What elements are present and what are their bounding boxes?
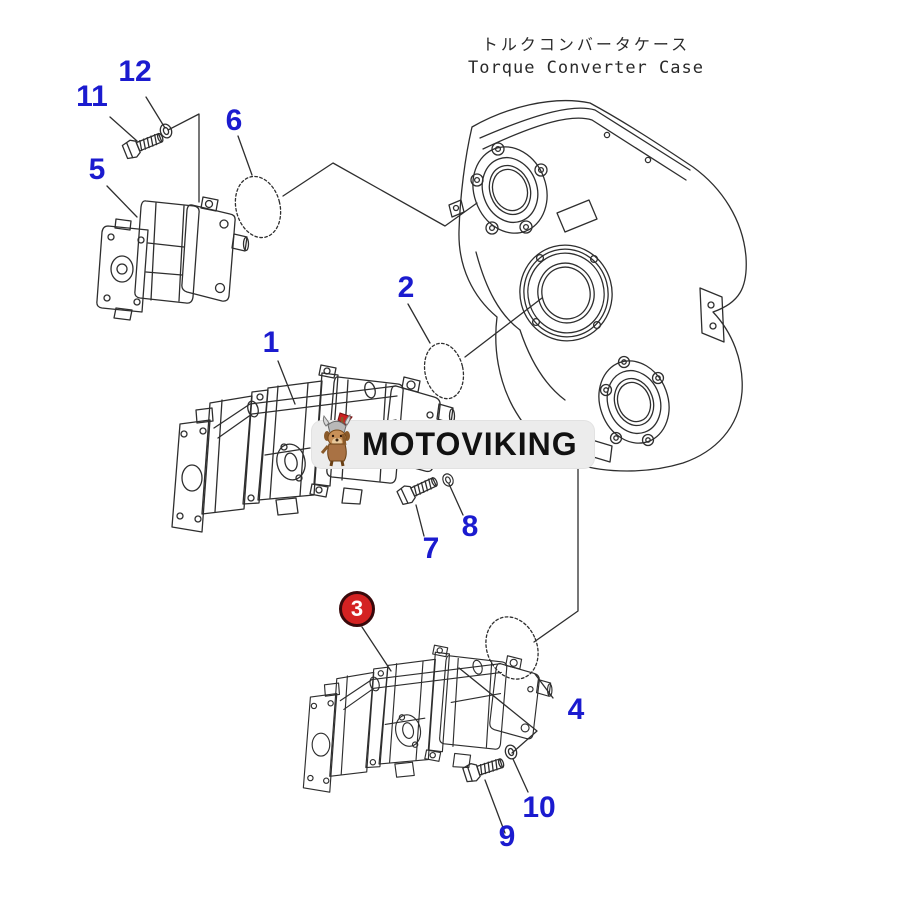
gear-pump-assembly-5 <box>96 196 250 321</box>
callout-12[interactable]: 12 <box>118 55 152 88</box>
title-japanese: トルクコンバータケース <box>481 35 691 54</box>
callout-6[interactable]: 6 <box>225 104 243 137</box>
case-hub-top-left <box>470 142 548 235</box>
bolt-9 <box>461 753 507 785</box>
case-hub-center <box>519 244 613 342</box>
o-ring-6 <box>234 175 282 239</box>
title-english: Torque Converter Case <box>468 58 704 78</box>
callout-10[interactable]: 10 <box>522 791 556 824</box>
callout-11[interactable]: 11 <box>76 80 108 113</box>
watermark: MOTOVIKING <box>312 411 594 468</box>
washer-10 <box>502 742 520 762</box>
torque-converter-case <box>448 100 747 472</box>
motoviking-viking-dog-icon <box>320 411 353 466</box>
gear-pump-assembly-3 <box>302 644 553 793</box>
bolt-7 <box>395 472 441 507</box>
callout-7[interactable]: 7 <box>422 532 440 565</box>
callout-2[interactable]: 2 <box>397 271 415 304</box>
callout-5[interactable]: 5 <box>88 153 106 186</box>
o-ring-4 <box>485 616 539 680</box>
o-ring-2 <box>423 342 465 400</box>
callout-3-highlighted[interactable]: 3 <box>339 591 375 627</box>
callout-4[interactable]: 4 <box>567 693 585 726</box>
watermark-text: MOTOVIKING <box>362 426 578 462</box>
leader-lines <box>106 96 579 834</box>
washer-8 <box>440 471 456 489</box>
washer-12 <box>157 121 175 141</box>
callout-9[interactable]: 9 <box>498 820 516 853</box>
callout-8[interactable]: 8 <box>461 510 479 543</box>
diagram-title: トルクコンバータケース Torque Converter Case <box>436 34 736 80</box>
callout-1[interactable]: 1 <box>262 326 280 359</box>
case-hub-bottom-right <box>598 355 670 447</box>
gear-pump-assembly-1 <box>171 364 456 533</box>
